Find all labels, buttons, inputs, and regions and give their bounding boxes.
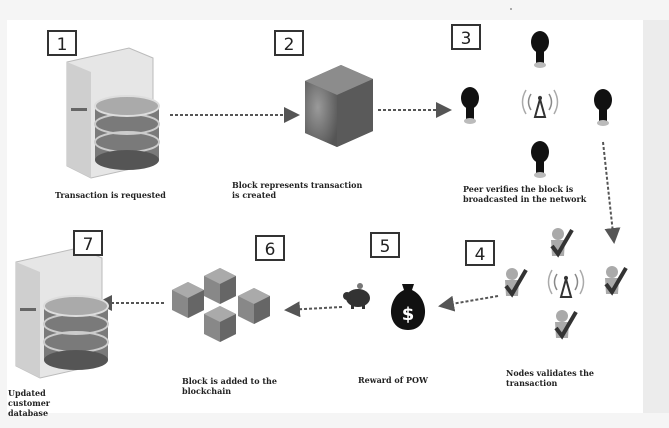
step-caption-3: Peer verifies the block is broadcasted i… [463,184,587,204]
step-number-4: 4 [465,240,495,266]
cube-block-icon [305,65,373,147]
piggy-bank-icon [343,283,370,309]
question-peer-icon [531,141,549,178]
blockchain-cubes-icon [172,268,270,342]
checkmark-peer-icon [503,266,528,298]
side-strip [643,20,669,413]
step-number-1: 1 [47,30,77,56]
antenna-tower-icon [547,269,585,298]
step-number-6: 6 [255,235,285,261]
step-number-2: 2 [274,30,304,56]
question-peer-icon [461,87,479,124]
step-caption-4: Nodes validates the transaction [506,368,594,388]
step-number-3: 3 [451,24,481,50]
checkmark-peer-icon [549,226,574,258]
step-caption-7: Updated customer database [8,388,50,418]
arrow-5-to-6 [284,301,343,318]
step-number-5: 5 [370,232,400,258]
antenna-tower-icon [521,89,559,118]
step-caption-2: Block represents transaction is created [232,180,363,200]
step-caption-5: Reward of POW [358,375,428,385]
arrow-3-to-4 [602,141,621,244]
server-database-icon [15,247,109,379]
arrow-4-to-5 [438,295,499,312]
money-bag-icon: $ [390,284,426,330]
checkmark-peer-icon [553,308,578,340]
step-number-7: 7 [73,230,103,256]
step-caption-6: Block is added to the blockchain [182,376,277,396]
checkmark-peer-icon [603,264,628,296]
question-peer-icon [594,89,612,126]
question-peer-icon [531,31,549,68]
server-database-icon [66,47,160,179]
step-caption-1: Transaction is requested [55,190,166,200]
svg-text:$: $ [402,304,415,325]
dot-mark [510,8,512,10]
